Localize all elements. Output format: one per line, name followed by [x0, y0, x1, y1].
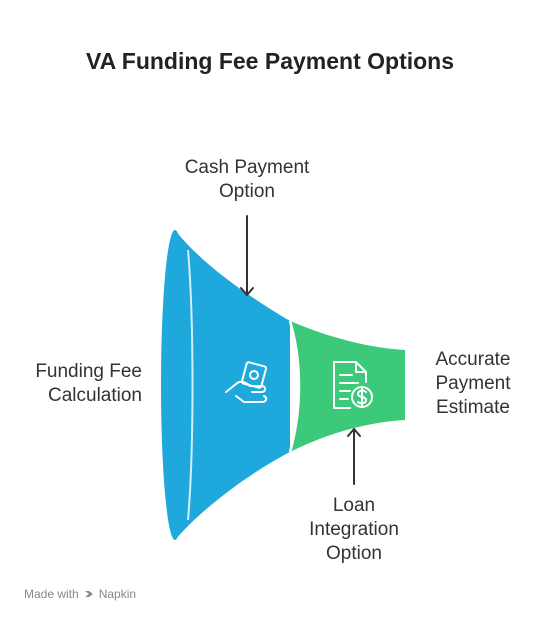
stage-divider: [288, 320, 301, 453]
label-estimate-line-2: Payment: [435, 373, 511, 394]
label-loan-line-3: Option: [326, 543, 382, 564]
label-loan-line-2: Integration: [309, 519, 399, 540]
label-estimate-line-1: Accurate: [435, 349, 511, 370]
funnel-mouth-rim: [161, 230, 189, 540]
label-funding-line-1: Funding Fee: [35, 361, 142, 382]
footer-made-with: Made with: [24, 587, 79, 601]
label-funding-line-2: Calculation: [48, 385, 142, 406]
page-title: VA Funding Fee Payment Options: [85, 48, 455, 74]
invoice-dollar-icon: [333, 361, 373, 409]
arrow-cash-down: [240, 215, 254, 296]
label-cash-line-2: Option: [219, 181, 275, 202]
arrow-loan-up: [347, 428, 361, 485]
funnel-stage-loan: [290, 321, 405, 452]
funnel-mouth-edge: [187, 249, 194, 521]
footer-brand: Napkin: [98, 587, 137, 601]
napkin-logo-icon: [84, 591, 93, 597]
label-cash-payment-option: Cash Payment Option: [170, 156, 324, 204]
funnel-stage-cash: [175, 230, 290, 540]
label-cash-line-1: Cash Payment: [184, 157, 310, 178]
footer-branding[interactable]: Made with Napkin: [24, 587, 136, 601]
label-funding-fee-calculation: Funding Fee Calculation: [20, 360, 142, 408]
label-loan-integration-option: Loan Integration Option: [292, 494, 416, 566]
label-estimate-line-3: Estimate: [436, 397, 510, 418]
label-accurate-payment-estimate: Accurate Payment Estimate: [418, 348, 528, 420]
label-loan-line-1: Loan: [332, 495, 376, 516]
cash-in-hand-icon: [225, 361, 268, 403]
